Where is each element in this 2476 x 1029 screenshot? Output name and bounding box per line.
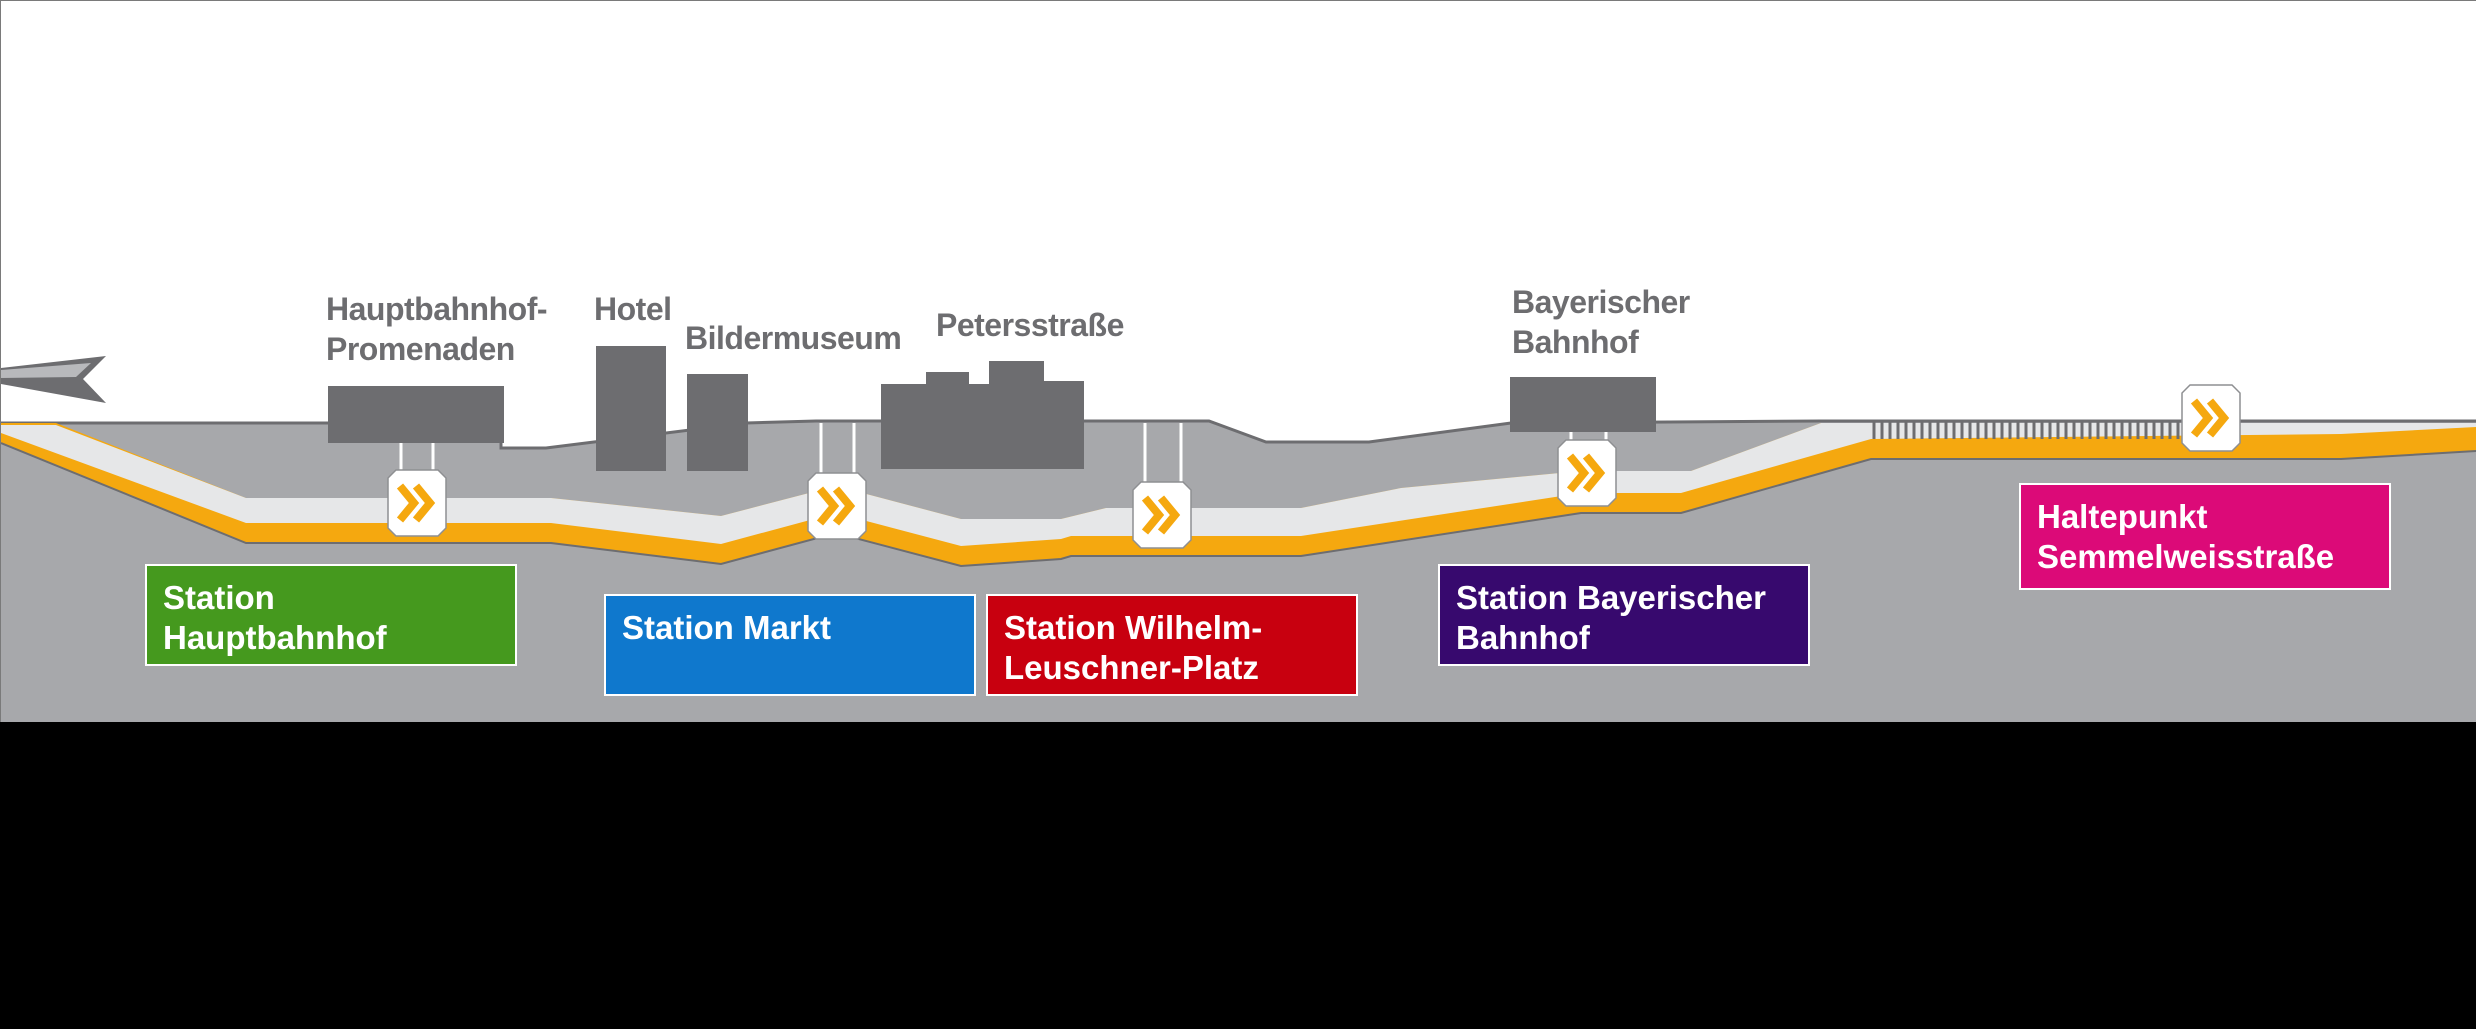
- double-chevron-right-icon: [1557, 439, 1617, 507]
- station-label-semmelweisstrasse: Haltepunkt Semmelweisstraße: [2019, 483, 2391, 590]
- building-hotel: [596, 346, 666, 471]
- double-chevron-right-icon: [2181, 384, 2241, 452]
- train-markers: [387, 384, 2241, 549]
- double-chevron-right-icon: [1132, 481, 1192, 549]
- building-hauptbahnhof-promenaden: [328, 386, 504, 443]
- landmark-label-bayerischer-bahnhof: Bayerischer Bahnhof: [1512, 284, 1690, 360]
- tunnel-inner-band: [1, 423, 2476, 546]
- tunnel-outline: [1, 442, 2476, 568]
- letterbox-area: [0, 722, 2476, 1029]
- landmark-label-bildermuseum: Bildermuseum: [685, 320, 902, 356]
- building-bayerischer-bahnhof: [1510, 377, 1656, 432]
- station-label-hauptbahnhof: Station Hauptbahnhof: [145, 564, 517, 666]
- landmark-label-petersstrasse: Petersstraße: [936, 307, 1124, 343]
- landmark-label-hauptbahnhof-promenaden: Hauptbahnhof- Promenaden: [326, 291, 548, 367]
- track-ramp-hatch: [1872, 422, 2180, 439]
- landmark-label-hotel: Hotel: [594, 291, 672, 327]
- building-bildermuseum: [687, 374, 748, 471]
- tunnel-cross-section-diagram: Hauptbahnhof- Promenaden Hotel Bildermus…: [0, 0, 2476, 722]
- building-petersstrasse: [881, 361, 1084, 469]
- double-chevron-right-icon: [807, 472, 867, 540]
- station-label-bayerischer-bahnhof: Station Bayerischer Bahnhof: [1438, 564, 1810, 666]
- train-nose-icon: [1, 356, 106, 403]
- station-label-markt: Station Markt: [604, 594, 976, 696]
- double-chevron-right-icon: [387, 469, 447, 537]
- station-label-wilhelm-leuschner-platz: Station Wilhelm- Leuschner-Platz: [986, 594, 1358, 696]
